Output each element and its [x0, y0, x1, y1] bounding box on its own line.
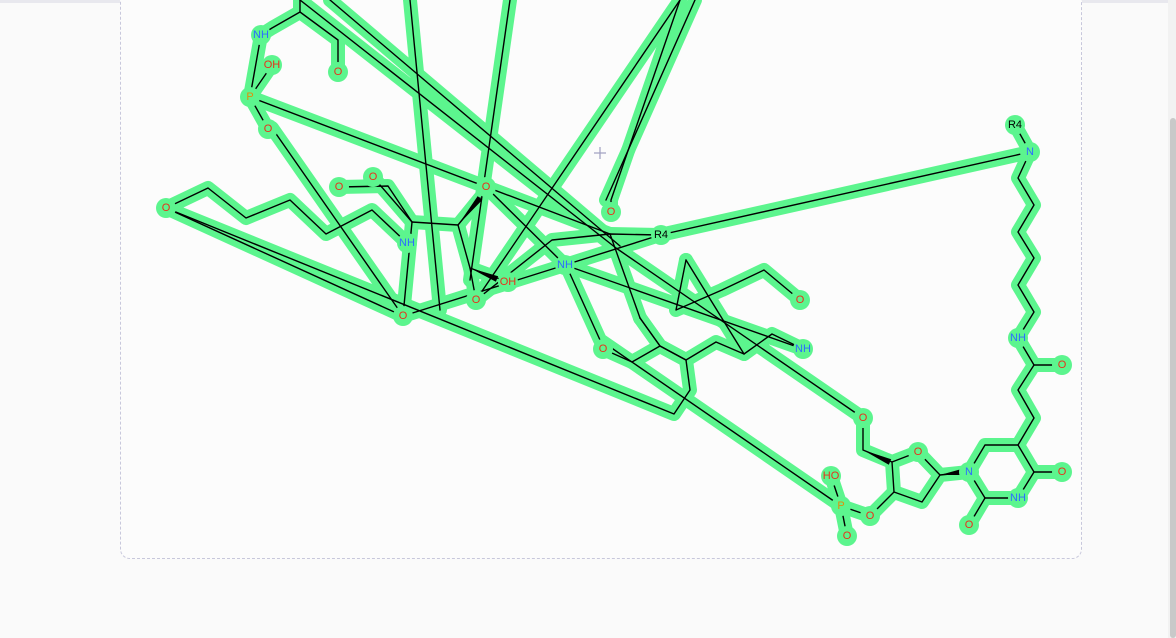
- atom-o-g[interactable]: O: [796, 294, 805, 306]
- atom-dot-o_a: [329, 177, 349, 197]
- atom-nh4[interactable]: NH: [795, 343, 811, 355]
- wedge-bond-2: [470, 268, 499, 282]
- atom-dot-p1: [240, 87, 260, 107]
- bond-3: [249, 96, 611, 235]
- atom-o-d[interactable]: O: [399, 310, 408, 322]
- atom-o-ring[interactable]: O: [914, 446, 923, 458]
- atom-dot-n1: [1020, 142, 1040, 162]
- atom-dot-o_f: [601, 202, 621, 222]
- atom-dot-oh1: [262, 55, 282, 75]
- atom-dot-nh6: [1008, 488, 1028, 508]
- atom-o-k[interactable]: O: [859, 412, 868, 424]
- atom-nh6[interactable]: NH: [1010, 492, 1026, 504]
- atom-dot-o_c: [476, 177, 496, 197]
- atom-o-h[interactable]: O: [599, 343, 608, 355]
- atom-o-f[interactable]: O: [607, 206, 616, 218]
- atom-dot-p2: [831, 496, 851, 516]
- bond-19: [409, 0, 441, 311]
- crosshair-icon: [594, 147, 606, 159]
- atom-dot-r4b: [1005, 115, 1025, 135]
- atom-dot-o_b: [363, 167, 383, 187]
- atom-dot-o_i: [1052, 355, 1072, 375]
- atom-dot-o_left: [156, 198, 176, 218]
- atom-o-l[interactable]: O: [965, 519, 974, 531]
- atom-dot-nh1: [251, 25, 271, 45]
- atom-dot-r4a: [651, 225, 671, 245]
- atom-o-p1[interactable]: O: [264, 123, 273, 135]
- wedge-bond-3: [863, 450, 892, 465]
- atom-dot-nh5: [1008, 328, 1028, 348]
- bond-10: [338, 185, 413, 223]
- atom-dot-o_d: [393, 306, 413, 326]
- atom-dot-nh2: [397, 233, 417, 253]
- atom-p1[interactable]: P: [246, 91, 253, 103]
- atom-o-b[interactable]: O: [369, 171, 378, 183]
- atom-p2[interactable]: P: [837, 500, 844, 512]
- atom-o-c[interactable]: O: [482, 181, 491, 193]
- atom-n2[interactable]: N: [965, 466, 973, 478]
- atom-nh3[interactable]: NH: [557, 259, 573, 271]
- atom-dot-o_ring: [908, 442, 928, 462]
- atom-r4b[interactable]: R4: [1008, 119, 1022, 131]
- bond-highlight-34: [885, 445, 976, 509]
- atom-o-e[interactable]: O: [472, 294, 481, 306]
- atom-oh1[interactable]: OH: [264, 59, 281, 71]
- atom-dot-o_m: [860, 506, 880, 526]
- atom-o-a[interactable]: O: [335, 181, 344, 193]
- bond-17: [299, 0, 864, 419]
- atom-o-n[interactable]: O: [843, 530, 852, 542]
- atom-o-top[interactable]: O: [334, 66, 343, 78]
- bond-5: [165, 187, 408, 244]
- atom-dot-o_l: [959, 515, 979, 535]
- atom-o-m[interactable]: O: [866, 510, 875, 522]
- atom-dot-o_top: [328, 62, 348, 82]
- atom-dot-ho1: [821, 466, 841, 486]
- atom-nh2[interactable]: NH: [399, 237, 415, 249]
- bond-4: [271, 127, 404, 317]
- bond-20: [469, 0, 511, 281]
- atom-n1[interactable]: N: [1026, 146, 1034, 158]
- atom-dot-nh4: [793, 339, 813, 359]
- atom-nh5[interactable]: NH: [1010, 332, 1026, 344]
- atom-o-i[interactable]: O: [1058, 359, 1067, 371]
- bond-36: [830, 475, 895, 517]
- atom-dot-o_g: [790, 290, 810, 310]
- atom-labels: NH OH P O O O O O O NH O OH O NH O R4 O …: [162, 29, 1067, 542]
- bond-1: [299, 11, 339, 73]
- atom-o-left[interactable]: O: [162, 202, 171, 214]
- wedge-bond-4: [940, 469, 963, 475]
- bond-33: [968, 444, 1019, 499]
- bond-25: [609, 233, 641, 319]
- scrollbar-thumb[interactable]: [1170, 118, 1176, 638]
- atom-dot-nh3: [555, 255, 575, 275]
- atom-nh1[interactable]: NH: [253, 29, 269, 41]
- atom-dot-o_j: [1052, 462, 1072, 482]
- bond-23: [475, 0, 681, 301]
- bond-highlights: [159, 0, 1069, 543]
- atom-dot-o_k: [853, 408, 873, 428]
- bond-7: [165, 207, 404, 317]
- atom-dot-oh2: [498, 272, 518, 292]
- atom-dot-n2: [959, 462, 979, 482]
- atom-oh2[interactable]: OH: [500, 276, 517, 288]
- atom-dot-o_n: [837, 526, 857, 546]
- atom-dot-o_h: [593, 339, 613, 359]
- atom-o-j[interactable]: O: [1058, 466, 1067, 478]
- atom-r4a[interactable]: R4: [654, 229, 668, 241]
- bond-27: [675, 259, 801, 311]
- bond-13: [475, 233, 661, 301]
- bond-29: [659, 151, 1031, 236]
- atom-dot-o_p1: [258, 119, 278, 139]
- atom-dot-o_e: [466, 290, 486, 310]
- wedge-bond-1: [458, 196, 483, 225]
- atom-highlights: [156, 25, 1072, 546]
- bonds: [165, 0, 1063, 537]
- bond-28: [685, 259, 745, 355]
- atom-ho1[interactable]: HO: [823, 470, 840, 482]
- bond-18: [329, 0, 621, 247]
- bond-22: [605, 0, 696, 201]
